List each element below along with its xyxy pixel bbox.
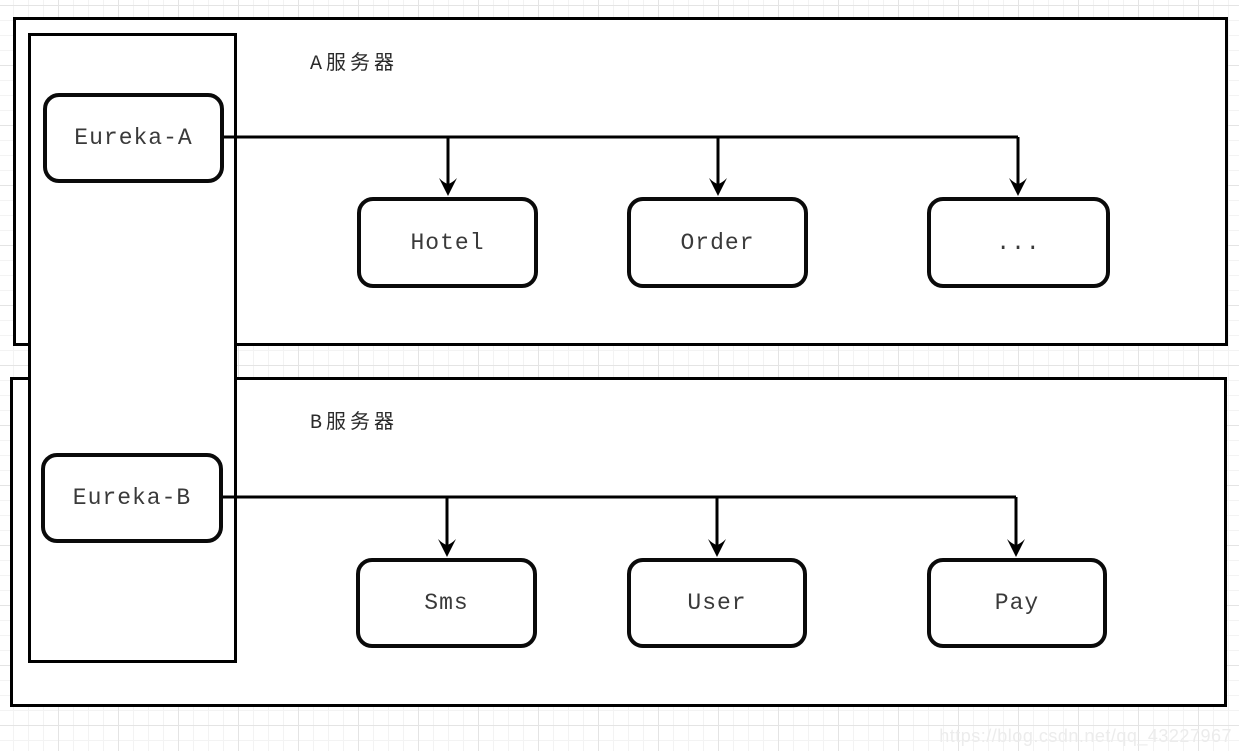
node-eureka-a: Eureka-A	[43, 93, 224, 183]
node-hotel-label: Hotel	[410, 229, 485, 256]
node-eureka-a-label: Eureka-A	[74, 125, 193, 151]
node-eureka-b: Eureka-B	[41, 453, 223, 543]
node-sms: Sms	[356, 558, 537, 648]
node-eureka-b-label: Eureka-B	[72, 485, 192, 511]
node-hotel: Hotel	[357, 197, 538, 288]
node-user-label: User	[687, 590, 747, 616]
server-a-label: A服务器	[309, 53, 398, 76]
node-sms-label: Sms	[424, 590, 469, 616]
watermark-url: https://blog.csdn.net/qq_43227967	[939, 726, 1232, 746]
node-user: User	[627, 558, 807, 648]
server-b-label: B服务器	[309, 412, 398, 435]
node-ellipsis: ...	[927, 197, 1110, 288]
node-order-label: Order	[680, 229, 755, 256]
node-pay: Pay	[927, 558, 1107, 648]
node-order: Order	[627, 197, 808, 288]
node-ellipsis-label: ...	[996, 229, 1041, 256]
node-pay-label: Pay	[994, 590, 1040, 616]
